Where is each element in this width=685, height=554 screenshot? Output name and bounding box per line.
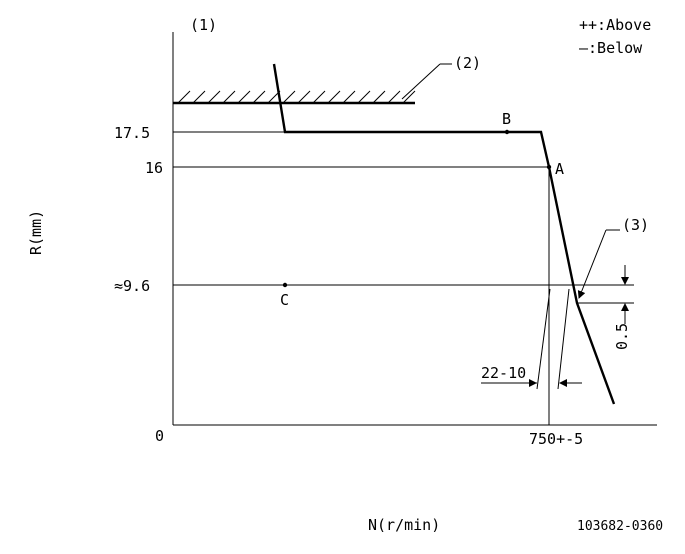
- dim-05-label: 0.5: [613, 323, 631, 350]
- leader-2: [401, 63, 441, 100]
- ref-label-1: (1): [190, 16, 217, 34]
- point-c-marker: [282, 282, 288, 288]
- dim-22-10-label: 22-10: [481, 364, 526, 382]
- x-axis-title: N(r/min): [368, 516, 440, 534]
- y-tick-17-5: 17.5: [114, 124, 150, 142]
- legend-above: ++:Above: [579, 16, 651, 34]
- point-b-label: B: [502, 110, 511, 128]
- y-tick-9-6: ≈9.6: [114, 277, 150, 295]
- y-axis-title: R(mm): [27, 210, 45, 255]
- point-c-label: C: [280, 291, 289, 309]
- point-a-marker: [546, 164, 552, 170]
- y-tick-0: 0: [155, 427, 164, 445]
- y-tick-16: 16: [145, 159, 163, 177]
- x-tick-750: 750+-5: [529, 430, 583, 448]
- ref-label-3: (3): [622, 216, 649, 234]
- legend-below: —:Below: [579, 39, 643, 57]
- point-a-label: A: [555, 160, 564, 178]
- point-b-marker: [504, 129, 510, 135]
- ref-label-2: (2): [454, 54, 481, 72]
- stopper-hatch: [173, 90, 416, 105]
- part-number: 103682-0360: [577, 519, 663, 534]
- characteristic-curve: [272, 63, 616, 405]
